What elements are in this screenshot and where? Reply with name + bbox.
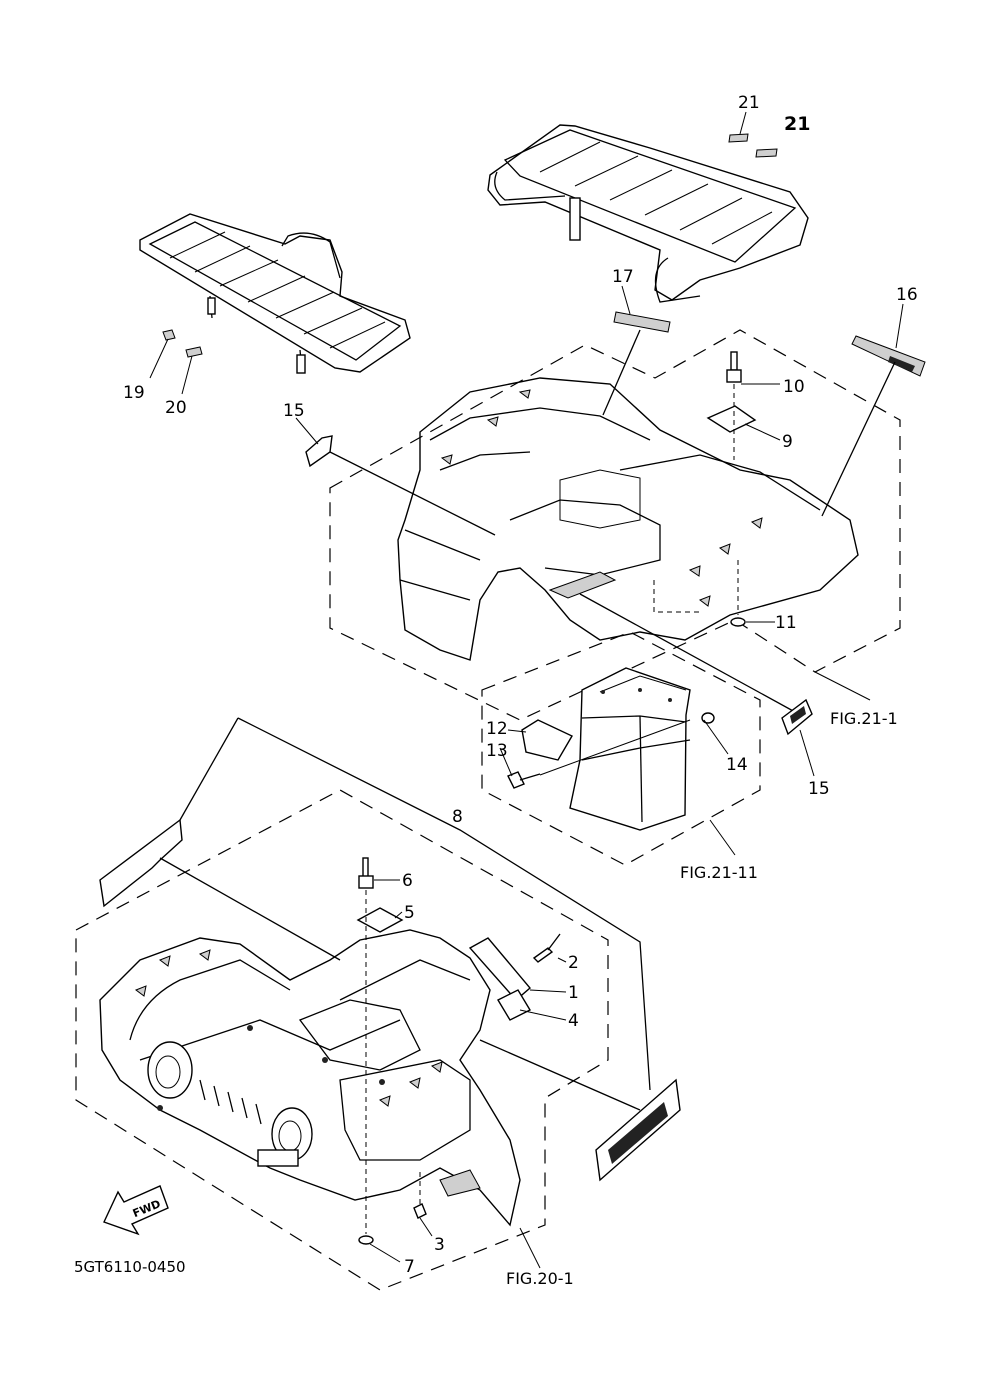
nut-3 [413, 1203, 427, 1219]
callout-15b: 15 [808, 779, 830, 799]
fwd-arrow-icon: FWD [103, 1185, 169, 1236]
ref-fig-20-1[interactable]: FIG.20-1 [506, 1269, 574, 1288]
callout-11: 11 [775, 613, 797, 633]
fig-21-1-boundary [329, 329, 901, 721]
decal-17 [613, 311, 671, 333]
plate-12 [521, 719, 573, 761]
rear-carrier-rack [487, 124, 809, 303]
callout-4: 4 [568, 1011, 579, 1031]
callout-8: 8 [452, 807, 463, 827]
callout-12: 12 [486, 719, 508, 739]
callout-19: 19 [123, 383, 145, 403]
callout-9: 9 [782, 432, 793, 452]
callout-14: 14 [726, 755, 748, 775]
callout-5: 5 [404, 903, 415, 923]
front-carrier-rack [139, 213, 411, 374]
callout-2: 2 [568, 953, 579, 973]
plate-5 [356, 907, 404, 933]
callout-6: 6 [402, 871, 413, 891]
callout-3: 3 [434, 1235, 445, 1255]
washer-14 [701, 712, 715, 724]
front-decal-right [595, 1078, 681, 1182]
plate-1 [468, 937, 531, 1001]
callout-16: 16 [896, 285, 918, 305]
plate-9 [706, 405, 757, 433]
rear-fender [397, 377, 859, 661]
decal-21a [728, 133, 749, 143]
decal-19 [162, 329, 176, 341]
ref-fig-21-11[interactable]: FIG.21-11 [680, 863, 758, 882]
fig-21-11-boundary [481, 631, 761, 866]
callout-10: 10 [783, 377, 805, 397]
mud-flap [569, 667, 691, 831]
decal-15-left [305, 435, 333, 468]
washer-11 [730, 617, 746, 627]
rivet-6 [358, 857, 374, 889]
ref-fig-21-1[interactable]: FIG.21-1 [830, 709, 898, 728]
rivet-10 [726, 351, 742, 383]
plate-4 [497, 989, 531, 1021]
diagram-code: 5GT6110-0450 [74, 1258, 186, 1276]
callout-7: 7 [404, 1257, 415, 1277]
rivet-2 [532, 933, 561, 963]
callout-20: 20 [165, 398, 187, 418]
fig-20-1-boundary [75, 789, 609, 1291]
callout-1: 1 [568, 983, 579, 1003]
front-fender [99, 929, 521, 1227]
callout-17: 17 [612, 267, 634, 287]
callout-21a: 21 [738, 93, 760, 113]
decal-15-right [781, 698, 813, 736]
callout-21b: 21 [784, 113, 810, 135]
callout-13: 13 [486, 741, 508, 761]
washer-7 [358, 1235, 374, 1245]
callout-15a: 15 [283, 401, 305, 421]
decal-21b [755, 148, 778, 158]
decal-20 [185, 346, 203, 358]
decal-16 [851, 335, 926, 377]
screw-13 [507, 771, 541, 789]
